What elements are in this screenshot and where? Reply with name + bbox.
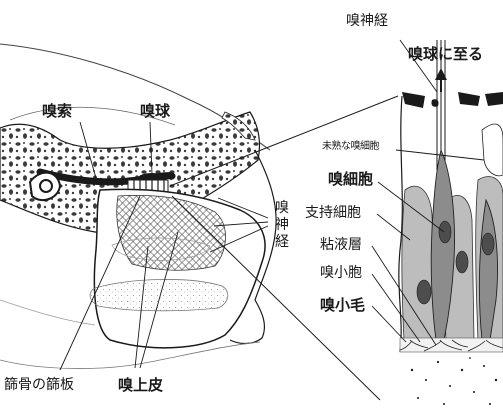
label-cribriform-plate: 篩骨の篩板: [4, 378, 74, 392]
label-olfactory-cell: 嗅細胞: [328, 172, 373, 187]
label-olfactory-tract: 嗅索: [42, 104, 72, 119]
label-olfactory-bulb: 嗅球: [140, 104, 170, 119]
epithelium-detail: [398, 40, 503, 405]
label-supporting-cell: 支持細胞: [305, 206, 361, 220]
label-olfactory-nerve-top: 嗅神経: [346, 14, 388, 28]
label-olfactory-vesicle: 嗅小胞: [320, 266, 362, 280]
label-to-olfactory-bulb: 嗅球に至る: [408, 47, 483, 62]
label-immature-olfactory-cell: 未熟な嗅細胞: [322, 142, 379, 152]
label-olfactory-nerve-vertical: 嗅神経: [274, 200, 290, 251]
label-mucus-layer: 粘液層: [320, 238, 362, 252]
head-section: [0, 44, 276, 369]
label-olfactory-cilia: 嗅小毛: [320, 298, 365, 313]
label-olfactory-epithelium: 嗅上皮: [118, 378, 163, 393]
turbinate: [90, 279, 228, 310]
